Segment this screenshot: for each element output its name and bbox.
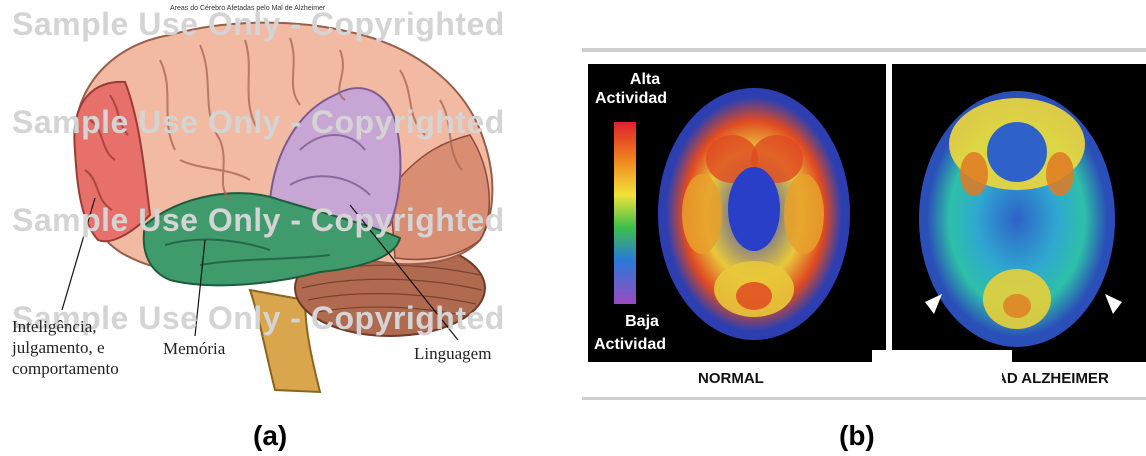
alzheimer-scan-label-clip: AD ALZHEIMER: [1002, 370, 1142, 388]
watermark-text: Sample Use Only - Copyrighted: [12, 104, 505, 141]
intelligence-label: Inteligência, julgamento, e comportament…: [12, 316, 119, 379]
alzheimer-scan-label: AD ALZHEIMER: [1002, 370, 1109, 387]
panel-b-caption: (b): [839, 420, 875, 452]
memory-label: Memória: [163, 338, 225, 359]
scale-low-label: Baja Actividad: [618, 310, 666, 356]
watermark-text: Sample Use Only - Copyrighted: [12, 202, 505, 239]
brain-illustration-panel: Areas do Cérebro Afetadas pelo Mal de Al…: [0, 0, 520, 400]
pet-scan-panel: Alta Actividad Baja Actividad NORMAL AD …: [582, 44, 1146, 402]
watermark-text: Sample Use Only - Copyrighted: [12, 6, 505, 43]
language-label: Linguagem: [414, 343, 491, 364]
normal-scan-label: NORMAL: [698, 370, 764, 387]
scale-high-label: Alta Actividad: [623, 70, 667, 108]
panel-a-caption: (a): [253, 420, 287, 452]
